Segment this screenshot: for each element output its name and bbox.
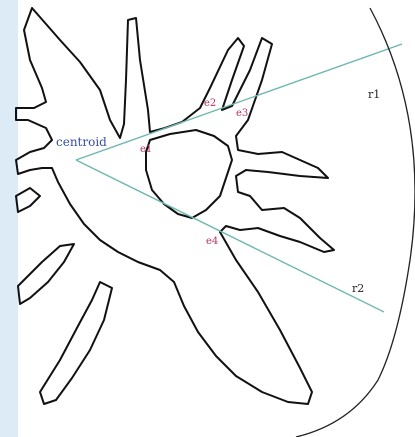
canvas-background — [18, 0, 415, 437]
edge-label-e4: e4 — [206, 236, 218, 247]
centroid-label: centroid — [56, 135, 107, 149]
edge-label-e2: e2 — [204, 98, 216, 109]
radius-label-r2: r2 — [352, 282, 364, 295]
edge-label-e1: e1 — [140, 144, 152, 155]
edge-label-e3: e3 — [236, 108, 248, 119]
radius-label-r1: r1 — [368, 88, 380, 101]
left-backdrop — [0, 0, 18, 437]
